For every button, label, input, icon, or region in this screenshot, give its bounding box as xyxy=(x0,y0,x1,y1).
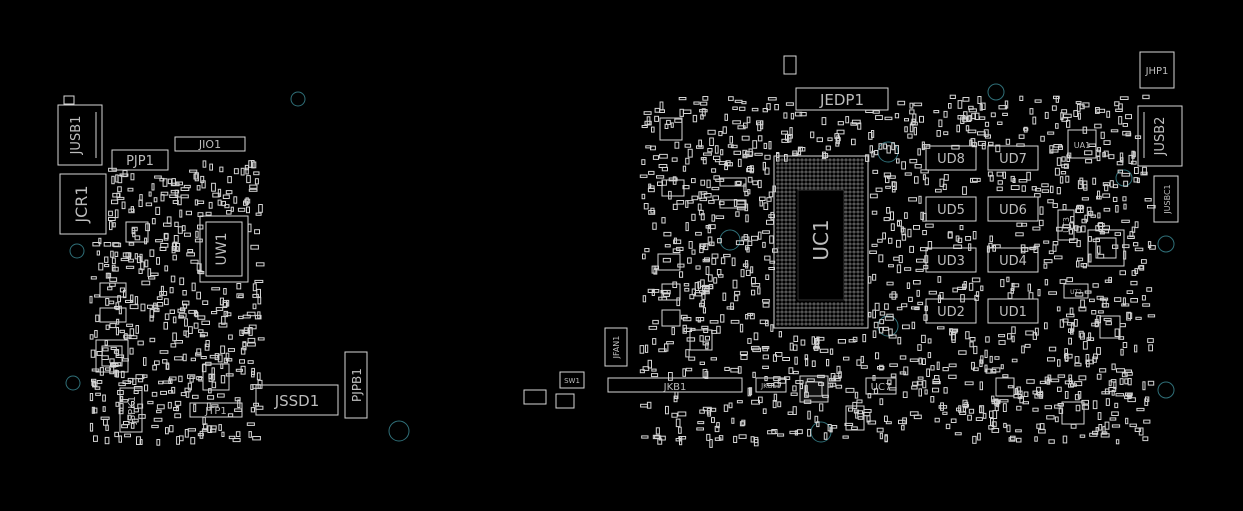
mounting-hole xyxy=(65,375,81,391)
jkb1-label: JKB1 xyxy=(663,382,687,393)
mounting-hole xyxy=(719,229,741,251)
ud8-label: UD8 xyxy=(937,152,965,167)
memory-bank: UD8 UD7 UD5 UD6 UD3 UD4 UD2 UD1 xyxy=(925,145,1039,324)
right-passive-components xyxy=(639,94,1156,448)
jio1-connector[interactable] xyxy=(174,136,246,152)
ud4-chip[interactable] xyxy=(987,247,1039,273)
right-board: JEDP1 UC1 UD8 UD7 UD5 UD6 UD3 UD4 UD2 UD… xyxy=(523,51,1183,448)
ud8-chip[interactable] xyxy=(925,145,977,171)
pjp1-label: PJP1 xyxy=(126,154,154,169)
ud4-label: UD4 xyxy=(999,254,1027,269)
jedp1-connector[interactable] xyxy=(795,87,889,111)
jusb1-label: JUSB1 xyxy=(69,116,84,156)
mounting-hole xyxy=(1157,381,1175,399)
uc1-ball-grid xyxy=(776,158,864,326)
pjpb1-connector[interactable] xyxy=(344,351,368,419)
pjpb1-label: PJPB1 xyxy=(350,368,364,402)
jssd1-label: JSSD1 xyxy=(274,392,320,410)
uc1-label: UC1 xyxy=(809,219,833,260)
mounting-hole xyxy=(388,420,410,442)
uw1-label: UW1 xyxy=(214,233,230,266)
ud1-chip[interactable] xyxy=(987,298,1039,324)
jusb2-label: JUSB2 xyxy=(1153,117,1168,157)
ua1-label: UA1 xyxy=(1074,141,1090,150)
jcr1-connector[interactable] xyxy=(59,173,107,235)
jcr1-label: JCR1 xyxy=(72,185,91,223)
uw1-chip[interactable] xyxy=(199,215,249,283)
jhp1-connector[interactable] xyxy=(1139,51,1175,89)
jfan1-connector[interactable] xyxy=(604,327,628,367)
uc7-chip[interactable] xyxy=(865,377,897,395)
jspk1-label: JSPK1 xyxy=(127,396,138,425)
jusbc1-connector[interactable] xyxy=(1153,175,1179,223)
ud6-chip[interactable] xyxy=(987,196,1039,222)
pjp1-connector[interactable] xyxy=(111,149,169,171)
uc7-label: UC7 xyxy=(871,382,892,393)
mounting-hole xyxy=(69,243,85,259)
ud3-label: UD3 xyxy=(937,254,965,269)
sw1-switch[interactable] xyxy=(559,371,585,389)
jfan1-label: JFAN1 xyxy=(612,336,621,360)
left-board: JUSB1 JCR1 PJP1 JIO1 UW1 JSPK1 JTP1 JSSD… xyxy=(57,91,410,446)
ud1-label: UD1 xyxy=(999,305,1027,320)
ud3-chip[interactable] xyxy=(925,247,977,273)
ud7-chip[interactable] xyxy=(987,145,1039,171)
sw1-label: SW1 xyxy=(564,377,580,385)
jkbl1-connector[interactable] xyxy=(755,377,787,393)
ud2-label: UD2 xyxy=(937,305,965,320)
mounting-hole xyxy=(290,91,306,107)
jedp1-label: JEDP1 xyxy=(819,91,864,109)
ud7-label: UD7 xyxy=(999,152,1027,167)
jhp1-label: JHP1 xyxy=(1145,66,1169,77)
mounting-hole xyxy=(987,83,1005,101)
mounting-hole xyxy=(1157,235,1175,253)
jtp1-label: JTP1 xyxy=(204,406,226,417)
jio1-label: JIO1 xyxy=(198,138,221,151)
jusbc1-label: JUSBC1 xyxy=(1163,184,1172,214)
uc1-cpu[interactable] xyxy=(773,155,869,329)
jssd1-connector[interactable] xyxy=(255,384,339,416)
ud6-label: UD6 xyxy=(999,203,1027,218)
ud5-chip[interactable] xyxy=(925,196,977,222)
left-passive-components xyxy=(89,160,265,446)
ud5-label: UD5 xyxy=(937,203,965,218)
jusb1-connector[interactable] xyxy=(57,104,103,166)
